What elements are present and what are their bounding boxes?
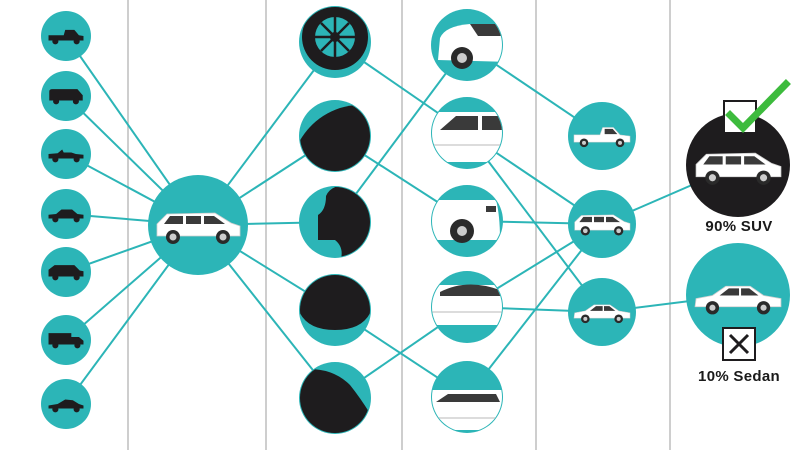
- rear-wheel-part: [431, 185, 503, 257]
- wheel-feature: [299, 6, 371, 78]
- check-icon: [723, 79, 791, 134]
- sedan-probability-label: 10% Sedan: [698, 368, 780, 385]
- suv-result: [686, 79, 791, 217]
- window-part: [431, 361, 503, 433]
- input-silhouettes: [41, 11, 91, 429]
- car-types: [568, 102, 636, 346]
- sports-car-icon: [41, 379, 91, 429]
- pickup-truck-icon: [41, 11, 91, 61]
- curve-feature: [299, 362, 371, 434]
- van-icon: [41, 71, 91, 121]
- windows-part: [431, 97, 503, 169]
- sedan-result: [686, 243, 790, 361]
- roof-part: [431, 271, 503, 343]
- curve-feature: [299, 100, 371, 172]
- part-features: [431, 9, 503, 433]
- suv-icon: [41, 247, 91, 297]
- suv-type-node: [568, 190, 636, 258]
- front-wheel-part: [431, 9, 503, 81]
- sedan-type-node: [568, 278, 636, 346]
- edge-features: [299, 6, 371, 434]
- sedan-icon: [41, 189, 91, 239]
- x-icon: [722, 327, 756, 361]
- column-dividers: [127, 0, 671, 450]
- suv-probability-label: 90% SUV: [705, 218, 773, 235]
- dip-feature: [299, 274, 371, 346]
- pickup-type-node: [568, 102, 636, 170]
- curve-feature: [299, 186, 371, 258]
- outputs: [686, 79, 791, 361]
- convertible-icon: [41, 129, 91, 179]
- input-image-node: [148, 175, 248, 275]
- delivery-truck-icon: [41, 315, 91, 365]
